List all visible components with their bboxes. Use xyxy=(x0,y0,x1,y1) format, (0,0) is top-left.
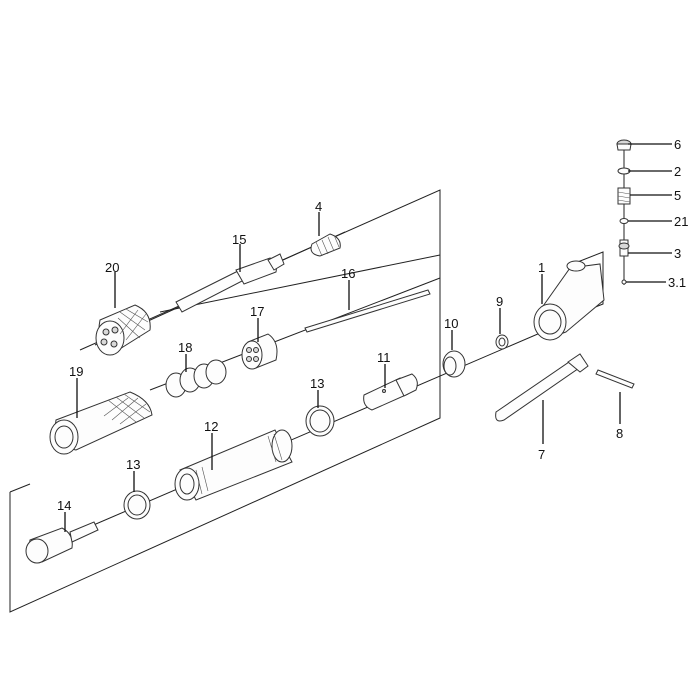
label-part-1: 1 xyxy=(538,260,545,275)
part-20-collet-nut xyxy=(95,304,151,356)
part-11-piston xyxy=(363,373,418,411)
label-part-2: 2 xyxy=(674,164,681,179)
part-19-knurled-sleeve xyxy=(49,391,153,455)
part-17-needle-guide xyxy=(241,333,278,370)
part-13-o-ring-upper xyxy=(305,405,335,437)
part-9-seal xyxy=(495,334,509,350)
label-part-8: 8 xyxy=(616,426,623,441)
part-16-needle-rod xyxy=(304,289,431,333)
label-part-16: 16 xyxy=(341,266,355,281)
part-15-chisel xyxy=(175,253,285,313)
label-part-3: 3 xyxy=(674,246,681,261)
label-part-13-lower: 13 xyxy=(126,457,140,472)
label-part-3-1: 3.1 xyxy=(668,275,686,290)
label-part-19: 19 xyxy=(69,364,83,379)
part-13-o-ring-lower xyxy=(123,490,151,520)
label-part-21: 21 xyxy=(674,214,688,229)
part-21-washer xyxy=(619,218,629,224)
label-part-6: 6 xyxy=(674,137,681,152)
part-8-pin xyxy=(595,369,635,389)
part-3-1-ball xyxy=(621,279,627,285)
label-part-11: 11 xyxy=(377,350,391,365)
label-part-15: 15 xyxy=(232,232,246,247)
label-part-14: 14 xyxy=(57,498,71,513)
part-10-piston-cap xyxy=(442,350,466,378)
label-part-17: 17 xyxy=(250,304,264,319)
leader-lines xyxy=(64,143,672,532)
label-part-4: 4 xyxy=(315,199,322,214)
label-part-5: 5 xyxy=(674,188,681,203)
label-part-18: 18 xyxy=(178,340,192,355)
part-14-end-plug xyxy=(25,521,99,564)
part-4-spring xyxy=(310,233,341,257)
part-7-trigger-lever xyxy=(495,353,589,422)
label-part-12: 12 xyxy=(204,419,218,434)
part-12-cylinder xyxy=(174,429,293,501)
label-part-13-upper: 13 xyxy=(310,376,324,391)
part-18-coil-spring xyxy=(165,359,227,398)
label-part-7: 7 xyxy=(538,447,545,462)
part-6-cap xyxy=(616,139,632,151)
part-3-valve xyxy=(618,239,630,257)
part-labels: 20 15 4 16 17 18 19 1 9 10 11 13 12 13 1… xyxy=(57,137,688,513)
part-1-body xyxy=(533,260,605,341)
label-part-9: 9 xyxy=(496,294,503,309)
part-5-spring xyxy=(617,187,631,205)
label-part-10: 10 xyxy=(444,316,458,331)
label-part-20: 20 xyxy=(105,260,119,275)
